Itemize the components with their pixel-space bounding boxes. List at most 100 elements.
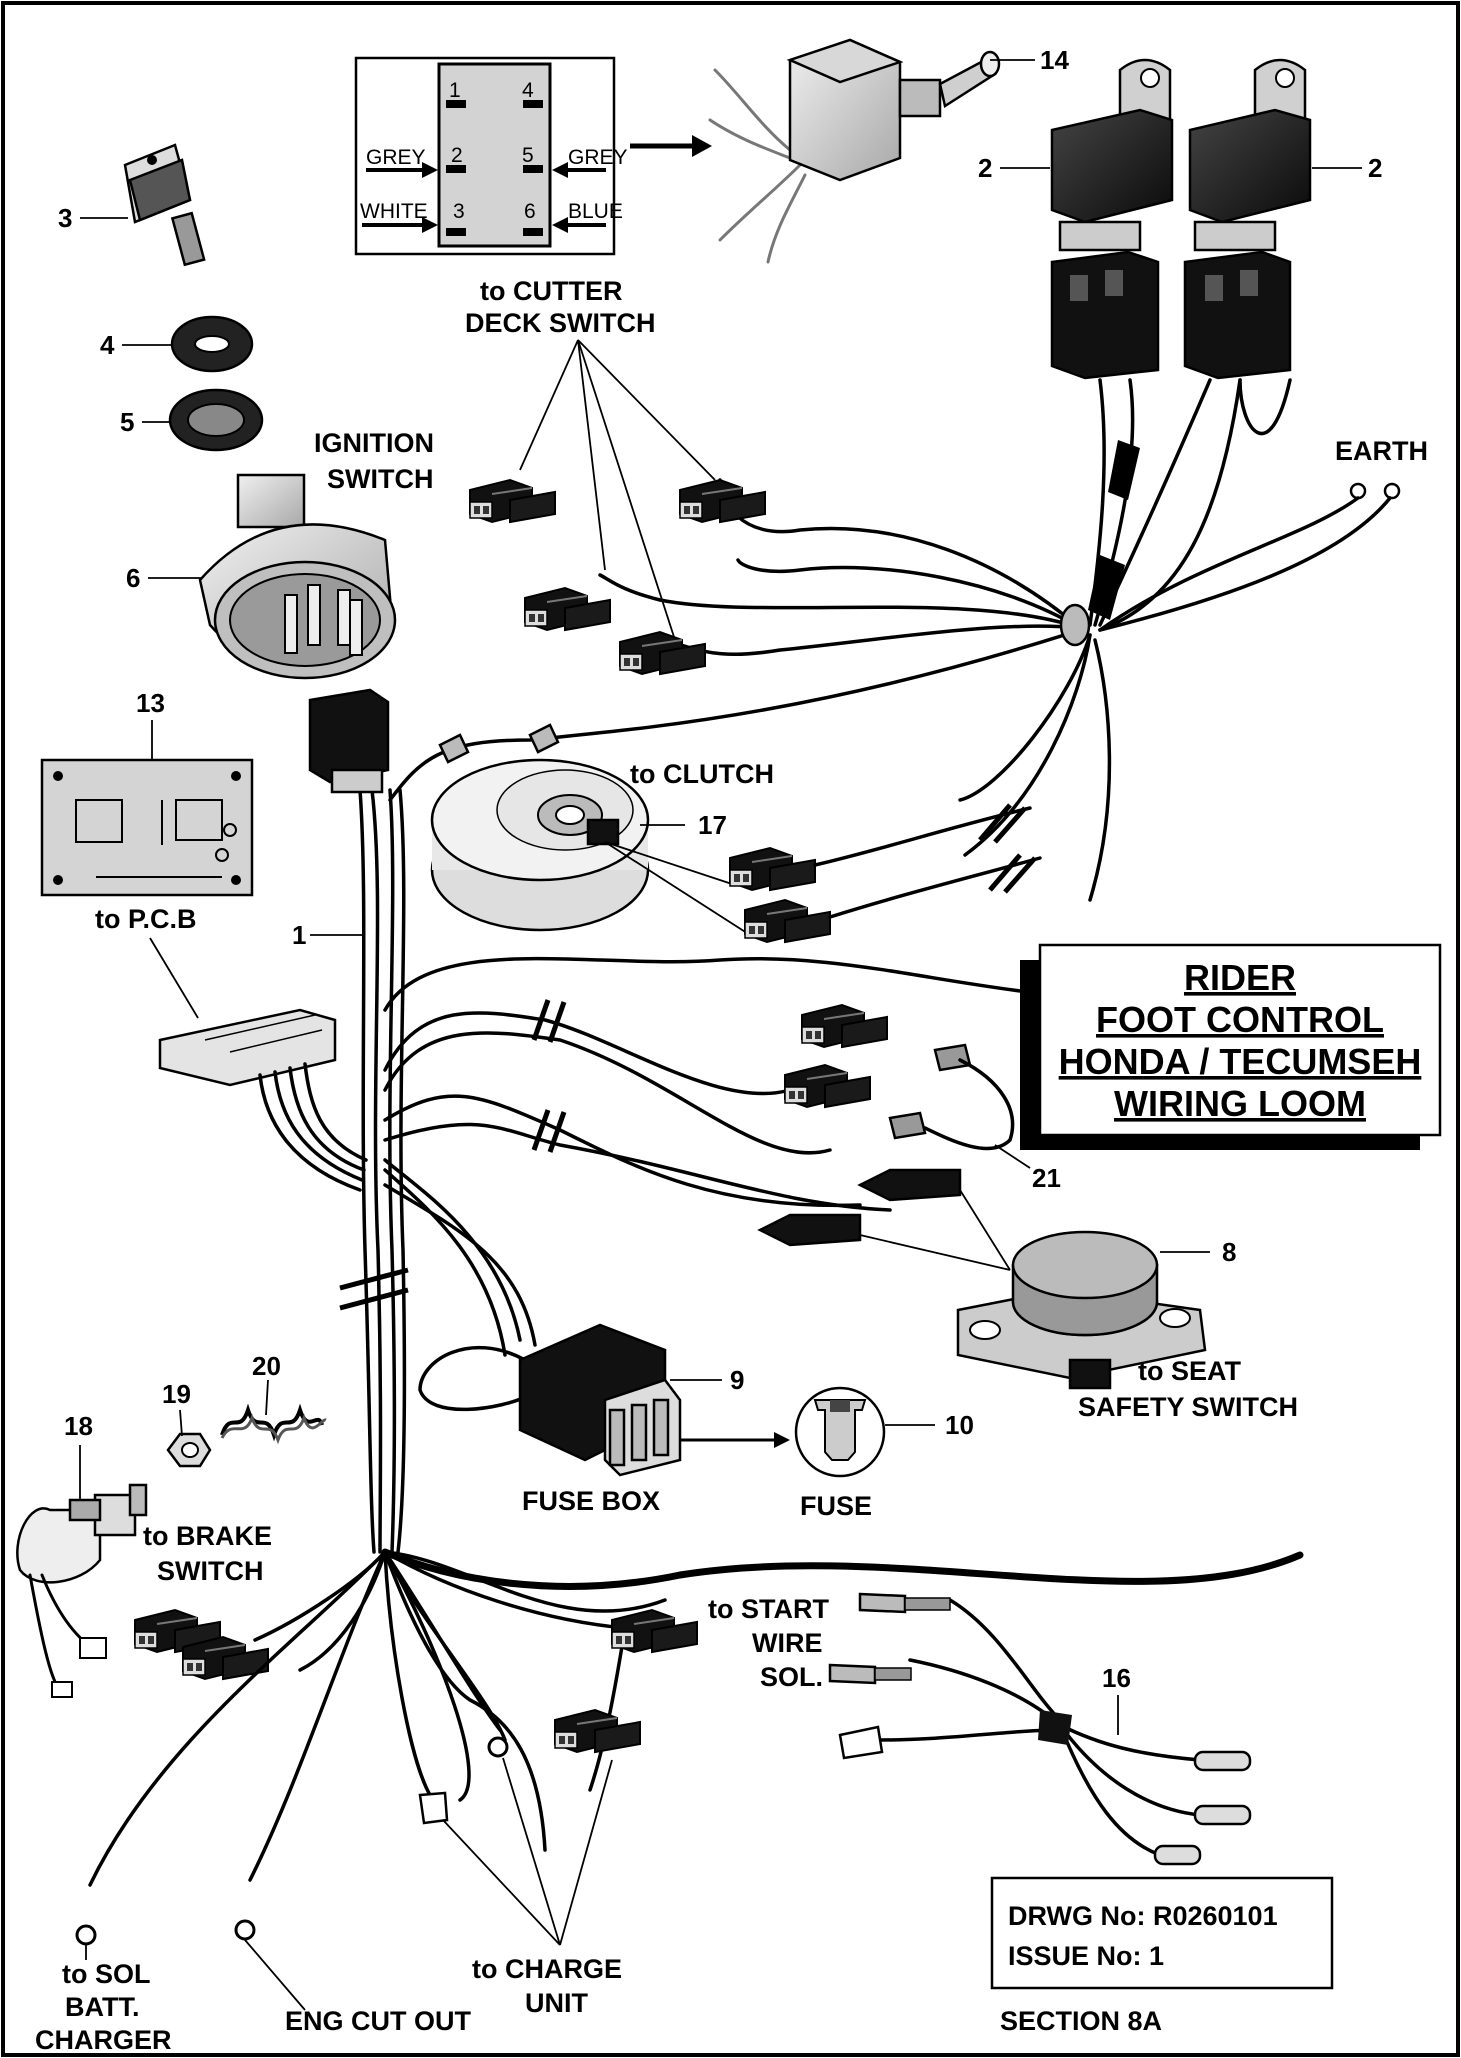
issue-number: ISSUE No: 1: [1008, 1941, 1164, 1971]
switch-pinout-panel: 1 4 2 5 3 6 GREY WHITE GREY BLUE: [354, 56, 628, 256]
lower-wires: [88, 1548, 1304, 1887]
charge-unit-label: to CHARGE UNIT: [472, 1954, 622, 2018]
callout-16: 16: [1102, 1663, 1131, 1735]
break-marks-2: [531, 999, 567, 1153]
cutter-deck-leaders: [519, 339, 716, 641]
loom-break-marks: [339, 1267, 409, 1311]
cutter-plug-2: [679, 479, 766, 523]
sol-charger-label: to SOL BATT. CHARGER: [35, 1959, 172, 2055]
pcb-board: [40, 758, 254, 897]
svg-text:CHARGER: CHARGER: [35, 2025, 172, 2055]
ignition-switch-label: IGNITION SWITCH: [314, 428, 434, 494]
clutch-wires: [438, 723, 1042, 919]
callout-13: 13: [136, 688, 165, 760]
svg-text:9: 9: [730, 1365, 744, 1395]
loom-grommet: [1059, 440, 1140, 647]
cutter-plug-4: [619, 631, 706, 675]
svg-text:13: 13: [136, 688, 165, 718]
clutch-plug-2: [744, 899, 831, 943]
charge-plug: [554, 1709, 641, 1753]
svg-text:UNIT: UNIT: [525, 1988, 588, 2018]
start-wire-label: to START WIRE SOL.: [708, 1594, 829, 1692]
svg-text:2: 2: [1368, 153, 1382, 183]
svg-text:10: 10: [945, 1410, 974, 1440]
toggle-switch-illustration: [708, 38, 1001, 264]
svg-text:19: 19: [162, 1379, 191, 1409]
relay-right: [1183, 58, 1312, 380]
drawing-info-box: DRWG No: R0260101 ISSUE No: 1: [990, 1876, 1334, 1990]
seat-switch-label: to SEAT SAFETY SWITCH: [1078, 1356, 1298, 1422]
brake-switch: [16, 1483, 148, 1698]
svg-text:SECTION 8A: SECTION 8A: [1000, 2006, 1162, 2036]
seat-safety-switch: [956, 1230, 1207, 1390]
wire-blue-label: BLUE: [568, 200, 623, 223]
pin-2-label: 2: [451, 144, 463, 167]
section-label: SECTION 8A: [1000, 2006, 1162, 2036]
cutter-deck-label: to CUTTER DECK SWITCH: [465, 276, 656, 338]
callout-20: 20: [252, 1351, 281, 1416]
seat-leaders: [859, 1189, 1011, 1271]
ignition-key: [123, 143, 206, 267]
fuse-arrow-icon: [680, 1432, 790, 1448]
ignition-switch: [198, 473, 397, 680]
earth-label: EARTH: [1335, 436, 1428, 466]
pin-1-label: 1: [449, 79, 461, 102]
pin-5-label: 5: [522, 144, 534, 167]
svg-text:to CLUTCH: to CLUTCH: [630, 759, 774, 789]
svg-text:SWITCH: SWITCH: [157, 1556, 263, 1586]
callout-21: 21: [994, 1144, 1061, 1193]
brake-switch-label: to BRAKE SWITCH: [143, 1521, 272, 1586]
svg-text:17: 17: [698, 810, 727, 840]
svg-text:2: 2: [978, 153, 992, 183]
right-arrow-icon: [630, 135, 712, 157]
title-box: RIDER FOOT CONTROL HONDA / TECUMSEH WIRI…: [1020, 943, 1442, 1150]
pin-3-label: 3: [453, 200, 465, 223]
callout-10: 10: [885, 1410, 974, 1440]
pcb-connector: [158, 1008, 337, 1087]
fuse-label: FUSE: [800, 1491, 872, 1521]
svg-text:4: 4: [100, 330, 115, 360]
eng-cut-out-label: ENG CUT OUT: [285, 2006, 472, 2036]
svg-text:14: 14: [1040, 45, 1069, 75]
pcb-label: to P.C.B: [95, 904, 199, 1019]
callout-9: 9: [670, 1365, 744, 1395]
svg-text:EARTH: EARTH: [1335, 436, 1428, 466]
title-line-4: WIRING LOOM: [1114, 1083, 1366, 1124]
svg-text:DECK SWITCH: DECK SWITCH: [465, 308, 656, 338]
spring: [220, 1403, 327, 1445]
svg-text:to START: to START: [708, 1594, 829, 1624]
sol-charger-terminal: [75, 1924, 97, 1960]
pin-4-label: 4: [522, 79, 534, 102]
washer: [170, 315, 254, 373]
svg-text:to P.C.B: to P.C.B: [95, 904, 197, 934]
clutch: [430, 758, 650, 932]
title-line-1: RIDER: [1184, 957, 1296, 998]
locknut: [166, 1432, 212, 1468]
wire-grey-right-label: GREY: [568, 146, 628, 169]
title-line-3: HONDA / TECUMSEH: [1059, 1041, 1422, 1082]
callout-17: 17: [604, 810, 751, 936]
svg-text:to SOL: to SOL: [62, 1959, 151, 1989]
svg-text:3: 3: [58, 203, 72, 233]
svg-text:to SEAT: to SEAT: [1138, 1356, 1241, 1386]
cutter-plug-3: [524, 587, 611, 631]
svg-text:FUSE: FUSE: [800, 1491, 872, 1521]
svg-text:1: 1: [292, 920, 306, 950]
seat-plugs: [757, 1004, 1015, 1247]
clutch-label: to CLUTCH: [630, 759, 774, 789]
callout-5: 5: [120, 407, 170, 437]
callout-4: 4: [100, 330, 172, 360]
svg-text:to CHARGE: to CHARGE: [472, 1954, 622, 1984]
svg-text:BATT.: BATT.: [65, 1992, 140, 2022]
svg-text:to CUTTER: to CUTTER: [480, 276, 622, 306]
callout-8: 8: [1160, 1237, 1236, 1267]
wire-grey-left-label: GREY: [366, 146, 426, 169]
svg-text:5: 5: [120, 407, 134, 437]
svg-text:FUSE BOX: FUSE BOX: [522, 1486, 660, 1516]
callout-1: 1: [292, 920, 365, 950]
fuse-box-label: FUSE BOX: [522, 1486, 660, 1516]
callout-19: 19: [162, 1379, 191, 1437]
callout-6: 6: [126, 563, 202, 593]
